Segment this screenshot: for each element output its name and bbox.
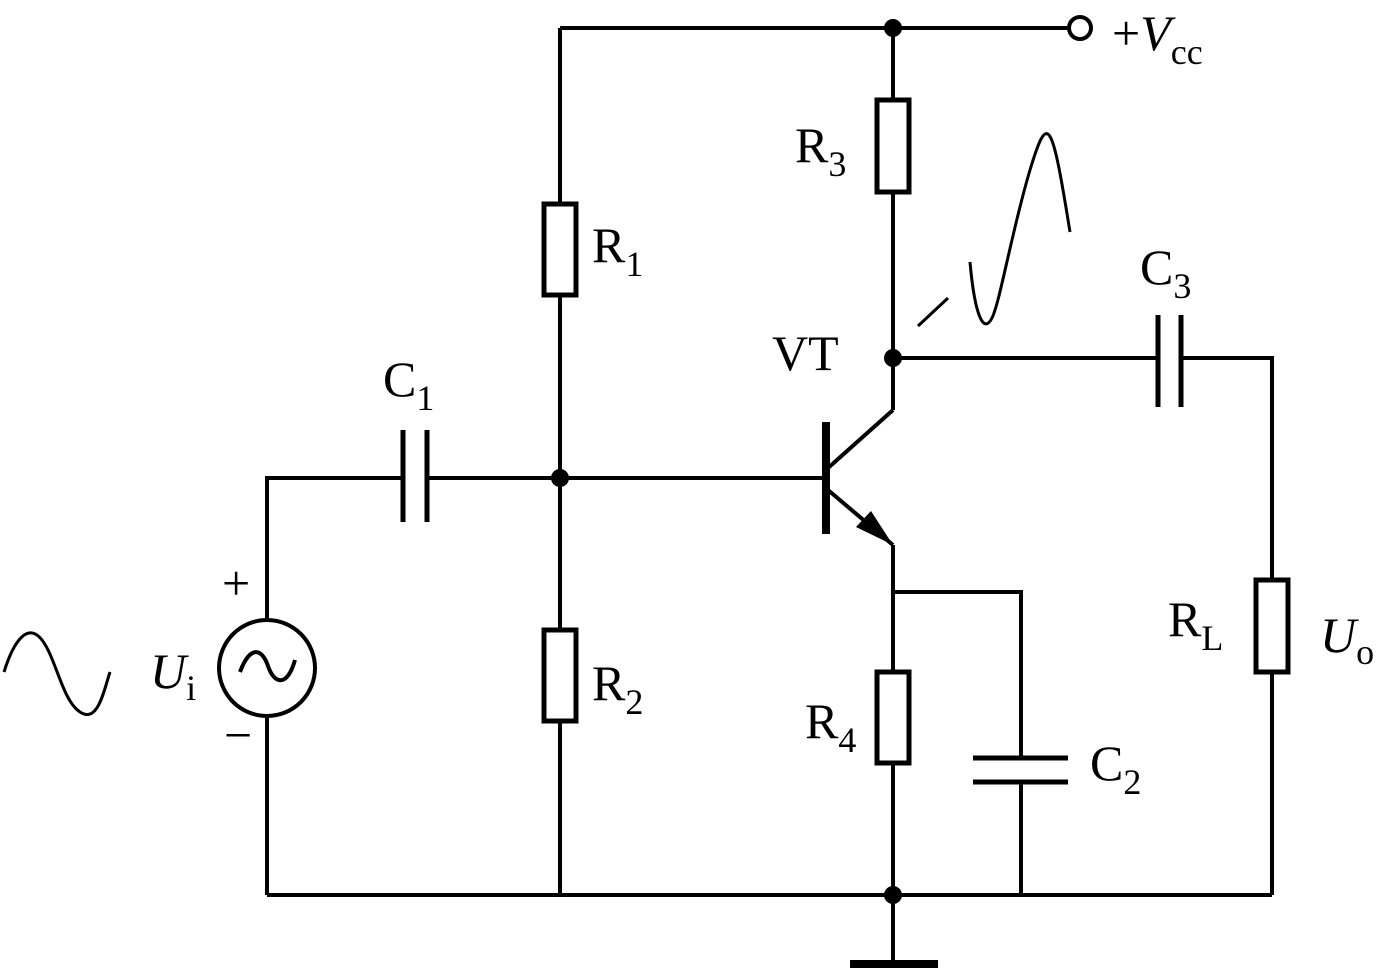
ac-source xyxy=(217,618,317,718)
transistor-vt xyxy=(822,408,895,547)
junction-dot-top xyxy=(884,19,902,37)
input-wire xyxy=(265,476,403,620)
label-vt: VT xyxy=(772,325,839,381)
junction-dot-ground xyxy=(884,886,902,904)
resistor-rl xyxy=(1253,577,1291,675)
resistor-r2 xyxy=(541,627,579,724)
label-minus: − xyxy=(224,707,252,763)
transistor-emitter-arrow xyxy=(856,511,893,545)
resistor-r4 xyxy=(874,669,912,766)
label-r4: R4 xyxy=(805,693,856,760)
label-c1: C1 xyxy=(383,351,434,418)
label-vcc: +Vcc xyxy=(1112,5,1203,72)
label-r3: R3 xyxy=(795,117,846,184)
ac-tilde-icon xyxy=(238,650,297,683)
transistor-collector-lead xyxy=(826,408,895,470)
label-r2: R2 xyxy=(592,655,643,722)
resistor-r3 xyxy=(874,97,912,195)
label-c2: C2 xyxy=(1090,735,1141,802)
input-sine-wave-icon xyxy=(2,631,112,716)
c3-right-wire xyxy=(1181,356,1274,580)
c2-branch-wire xyxy=(893,590,1023,758)
output-sine-wave-icon xyxy=(968,132,1072,326)
junction-dot-collector xyxy=(884,349,902,367)
label-rl: RL xyxy=(1168,591,1223,658)
capacitor-c2 xyxy=(973,755,1068,785)
label-c3: C3 xyxy=(1140,239,1191,306)
capacitor-c3 xyxy=(1155,315,1184,407)
waveform-leader-line xyxy=(916,296,950,328)
label-ui: Ui xyxy=(150,643,196,708)
capacitor-c1 xyxy=(400,430,430,522)
label-r1: R1 xyxy=(592,217,643,284)
label-plus: + xyxy=(222,555,250,611)
wires xyxy=(265,26,1274,963)
resistor-r1 xyxy=(541,201,579,298)
vcc-terminal xyxy=(1067,15,1093,41)
junction-dot-base xyxy=(551,469,569,487)
label-uo: Uo xyxy=(1320,607,1374,672)
